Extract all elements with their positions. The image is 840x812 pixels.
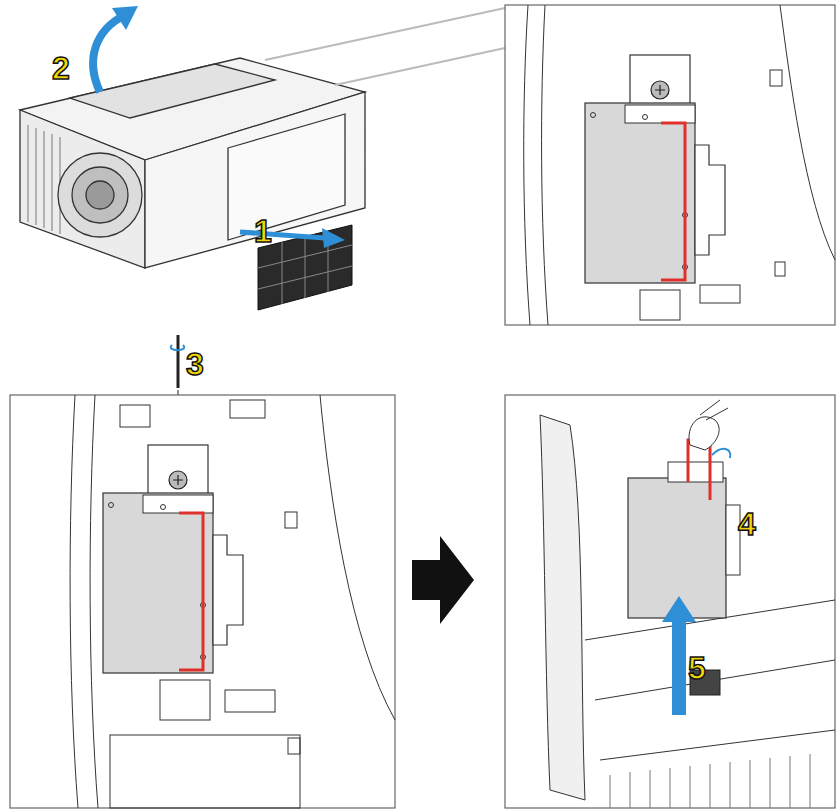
- lamp-lip: [668, 462, 723, 482]
- projector: [20, 58, 365, 268]
- pull-arrow: [240, 232, 325, 238]
- arrow-head: [322, 228, 345, 248]
- projector-front: [20, 110, 145, 268]
- hand: [689, 417, 719, 450]
- lens-core: [86, 181, 114, 209]
- panel-frame: [10, 395, 395, 808]
- projector-side: [145, 92, 365, 268]
- housing-edge: [780, 5, 835, 260]
- lift-arrow: [672, 620, 686, 715]
- slot: [120, 405, 150, 427]
- lens: [72, 167, 128, 223]
- callout-number: 4: [738, 508, 756, 540]
- detail-panel: [505, 5, 835, 325]
- arrow-head: [662, 596, 696, 622]
- callout-number: 2: [52, 52, 70, 84]
- panel-frame: [505, 5, 835, 325]
- arrow-head: [112, 6, 138, 30]
- housing-edge: [524, 5, 548, 325]
- slot: [288, 738, 300, 754]
- slot: [285, 512, 297, 528]
- slot: [775, 262, 785, 276]
- slot: [230, 400, 265, 418]
- slot: [160, 680, 210, 720]
- filter-opening: [228, 114, 345, 240]
- callout-number: 3: [186, 348, 204, 380]
- callout-number: 5: [688, 652, 706, 684]
- housing-edge: [70, 395, 98, 808]
- turn-arrow: [171, 345, 185, 350]
- step-arrow: [412, 536, 474, 624]
- side-bracket: [726, 505, 740, 575]
- detail-panel: [505, 395, 835, 808]
- slot: [110, 735, 300, 808]
- flip-arrow: [712, 449, 730, 458]
- screwdriver: [177, 335, 180, 388]
- vent-grille: [610, 754, 810, 808]
- slot: [770, 70, 782, 86]
- panel-frame: [505, 395, 835, 808]
- zoom-line: [265, 8, 505, 85]
- lens-ring: [58, 153, 142, 237]
- callout-number: 1: [254, 215, 272, 247]
- detail-panel: [10, 395, 395, 808]
- slot: [640, 290, 680, 320]
- finger: [700, 400, 728, 420]
- open-lid: [540, 415, 585, 800]
- slot: [700, 285, 740, 303]
- housing-edge: [585, 600, 835, 760]
- slot: [225, 690, 275, 712]
- lift-arrow: [93, 15, 125, 92]
- housing-edge: [320, 395, 395, 720]
